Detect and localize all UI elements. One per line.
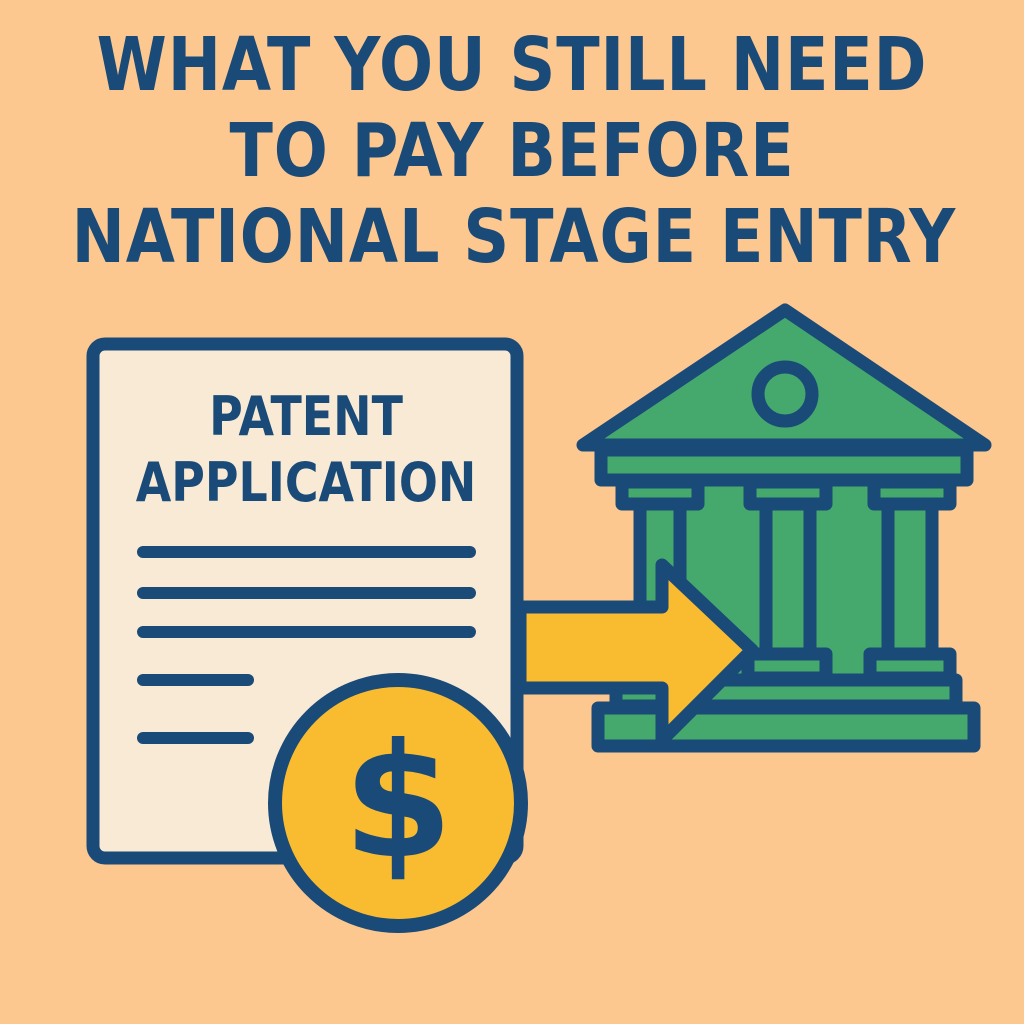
document-label: PATENT APPLICATION bbox=[128, 384, 485, 516]
headline-line-3: NATIONAL STAGE ENTRY bbox=[71, 194, 957, 280]
headline: WHAT YOU STILL NEED TO PAY BEFORE NATION… bbox=[71, 22, 957, 280]
bank-icon bbox=[576, 303, 992, 753]
document-label-line-2: APPLICATION bbox=[135, 451, 477, 514]
dollar-sign: $ bbox=[343, 710, 453, 894]
headline-line-2: TO PAY BEFORE bbox=[229, 108, 795, 194]
headline-line-1: WHAT YOU STILL NEED bbox=[96, 22, 928, 108]
dollar-coin-icon bbox=[268, 673, 528, 933]
document-label-line-1: PATENT bbox=[209, 385, 403, 448]
arrow-right-icon bbox=[513, 558, 759, 747]
